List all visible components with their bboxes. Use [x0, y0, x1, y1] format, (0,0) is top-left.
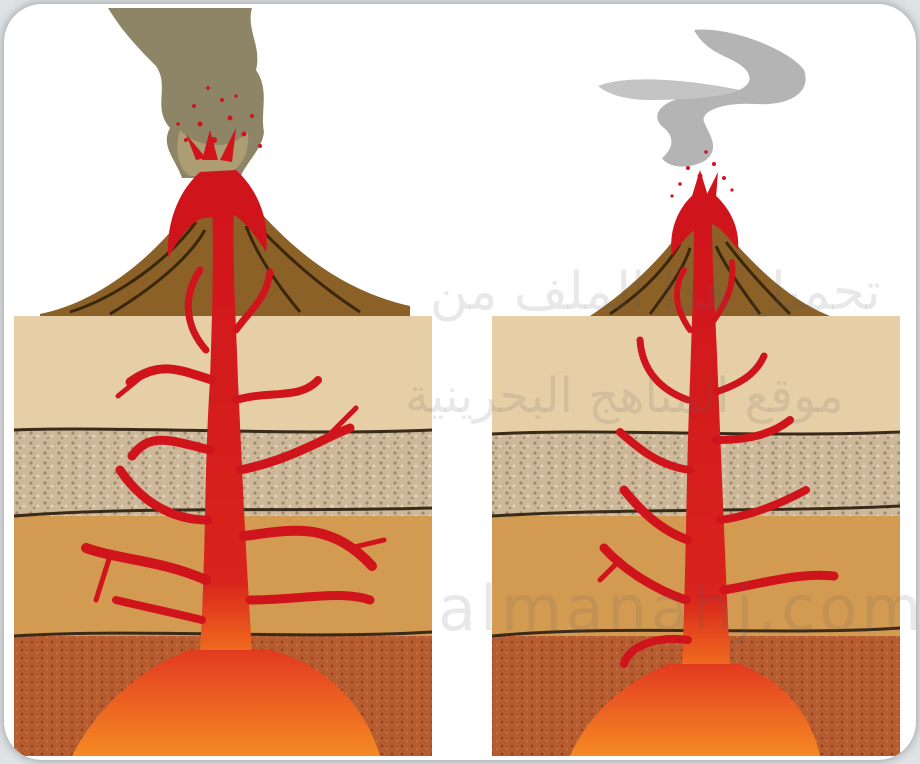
volcano-illustration [4, 4, 916, 760]
right-volcano-panel [492, 30, 900, 756]
left-volcano-panel [14, 8, 432, 756]
image-frame [4, 4, 916, 760]
